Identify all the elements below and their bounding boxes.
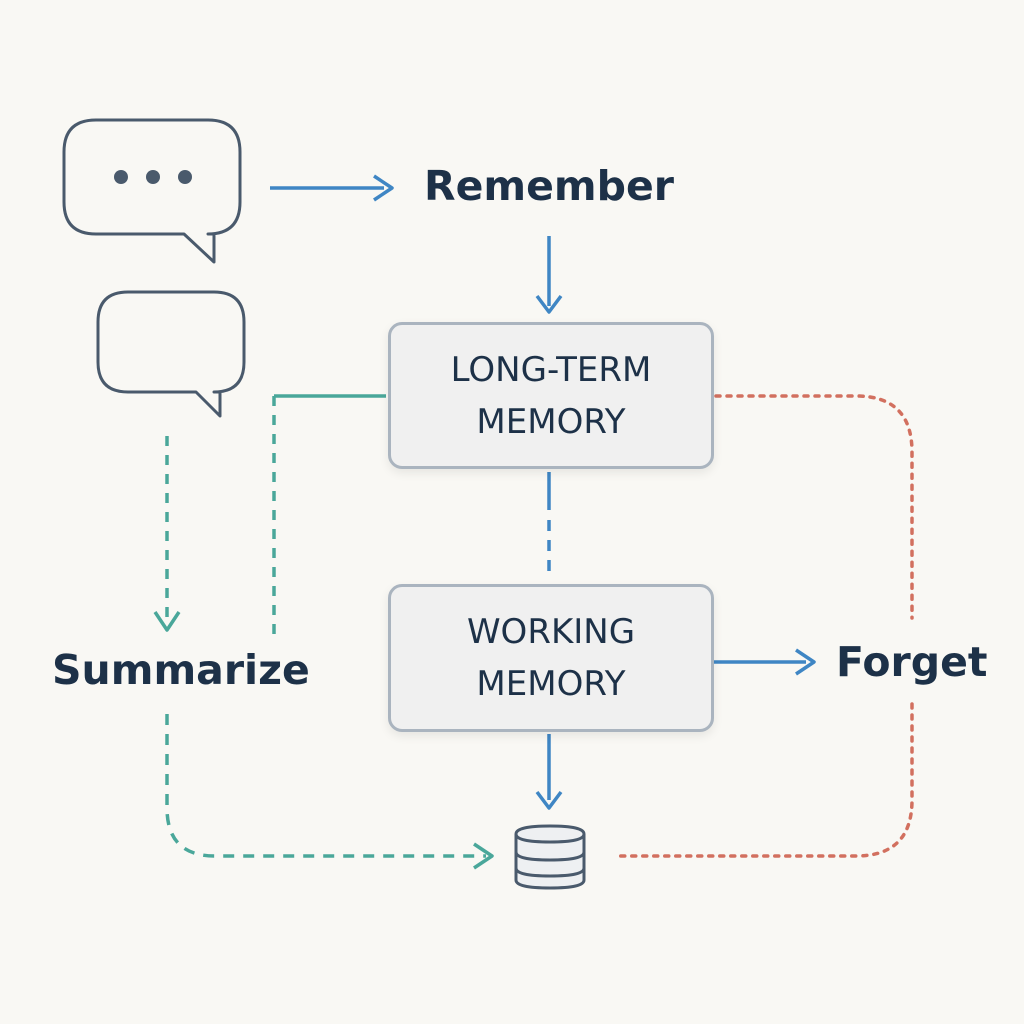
chat-bubble-ellipsis-icon (62, 118, 242, 264)
chat-bubble-icon (96, 290, 246, 418)
working-memory-line1: WORKING (466, 612, 636, 652)
arrow-working-to-database (535, 734, 563, 810)
working-memory-line2: MEMORY (476, 664, 626, 704)
forget-loop-connector (614, 394, 914, 858)
summarize-label: Summarize (52, 646, 310, 694)
remember-label: Remember (424, 162, 675, 210)
database-icon (514, 824, 586, 890)
long-term-memory-box: LONG-TERM MEMORY (388, 322, 714, 469)
long-term-memory-line1: LONG-TERM (450, 349, 652, 390)
arrow-to-long-term-memory (535, 236, 563, 314)
arrow-to-forget (714, 648, 816, 676)
arrow-to-remember (270, 174, 394, 202)
long-term-memory-line2: MEMORY (476, 401, 626, 442)
arrow-summarize-to-database (165, 714, 494, 870)
forget-label: Forget (836, 638, 988, 686)
long-term-to-summarize-connector (272, 394, 386, 636)
working-memory-box: WORKING MEMORY (388, 584, 714, 732)
arrow-to-summarize (153, 436, 181, 632)
